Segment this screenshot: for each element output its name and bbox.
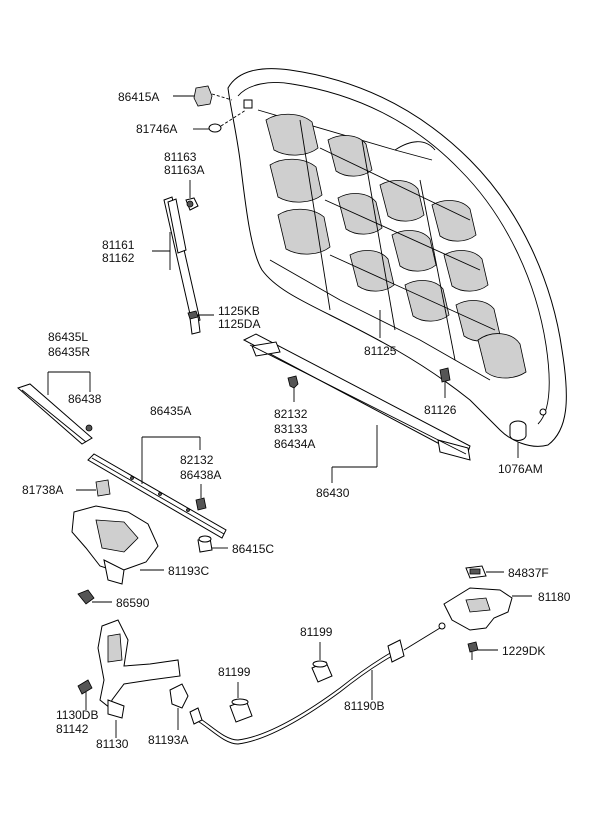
grommet-81746A [193,99,253,133]
label-81161: 81161 [102,238,135,252]
label-1125KB: 1125KB [218,304,260,318]
label-81190B: 81190B [344,699,384,713]
label-82132-right: 82132 [274,407,308,421]
label-86590: 86590 [116,596,150,610]
label-86435R: 86435R [48,345,90,359]
cable-81190B [189,622,446,745]
latch-bracket-81193C [71,505,164,585]
bumper-86415A [173,85,233,107]
label-81142: 81142 [56,722,89,736]
label-86438: 86438 [68,392,102,406]
latch-81130 [97,619,181,738]
label-81199-left: 81199 [218,665,251,679]
label-81193C: 81193C [168,564,209,578]
label-81163A: 81163A [164,163,204,177]
label-81180: 81180 [538,590,571,604]
label-81199-right: 81199 [300,625,333,639]
label-86430: 86430 [316,486,350,500]
label-81125: 81125 [364,344,397,358]
bolt-1125KB [187,310,214,320]
clip-82132-right [287,375,299,402]
label-86415A: 86415A [118,90,159,104]
stay-ball-81163 [185,180,199,211]
seal-86435L [17,371,93,445]
cable-clip-81199-left [229,682,253,723]
label-86435A: 86435A [150,404,191,418]
seal-86430 [242,333,471,483]
label-86435L: 86435L [48,330,88,344]
label-81738A: 81738A [22,483,63,497]
bolt-86590 [77,589,112,605]
label-86415C: 86415C [232,542,274,556]
cable-clip-81199-right [311,642,333,683]
label-83133: 83133 [274,422,308,436]
clip-81193A [169,683,189,730]
hood-panel [227,68,567,447]
label-1130DB: 1130DB [56,708,98,722]
label-81746A: 81746A [136,122,177,136]
seal-86435A [87,436,227,539]
gas-strut-81161 [152,196,201,335]
label-84837F: 84837F [508,566,549,580]
label-1076AM: 1076AM [498,462,543,476]
bumper-1076AM [509,420,527,458]
label-1229DK: 1229DK [502,644,545,658]
label-86438A: 86438A [180,468,221,482]
label-82132-mid: 82132 [180,453,214,467]
label-81130: 81130 [96,737,129,751]
bumper-81738A [76,479,111,497]
label-1125DA: 1125DA [218,317,260,331]
label-81126: 81126 [424,403,457,417]
label-86434A: 86434A [274,437,315,451]
bolt-1130DB [77,679,93,710]
bumper-86415C [197,535,228,553]
bumper-81126 [439,367,451,398]
label-81162: 81162 [102,251,135,265]
label-81193A: 81193A [148,733,188,747]
release-handle-81180 [443,587,532,631]
label-81163: 81163 [164,150,197,164]
clip-84837F [465,565,504,579]
screw-1229DK [467,641,498,660]
